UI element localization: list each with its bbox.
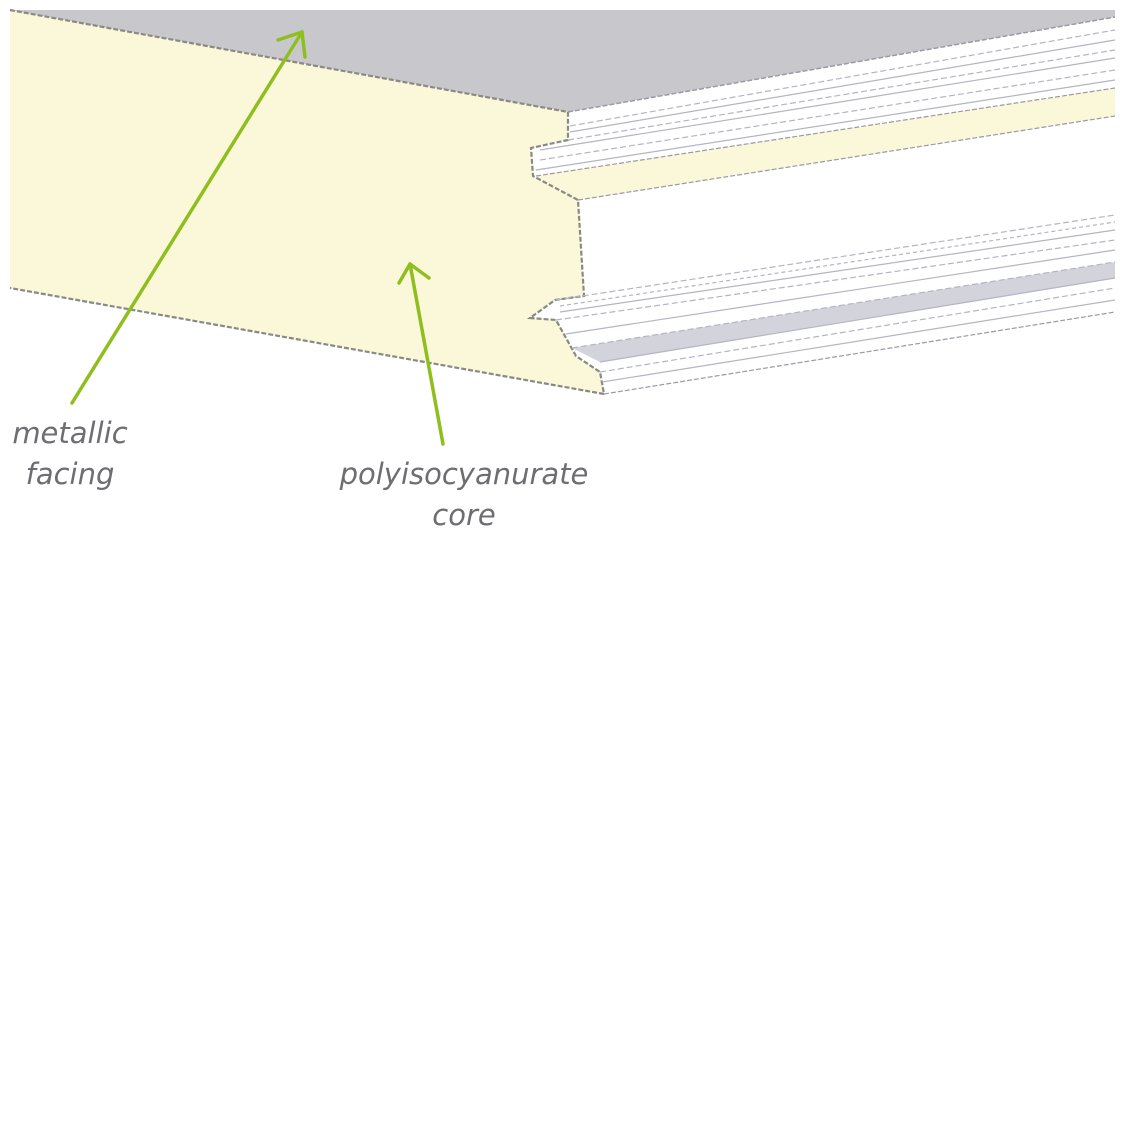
lower-groove-shadow (572, 262, 1115, 362)
lower-rib-lines (555, 214, 1116, 395)
metallic-facing-label-line-2: facing (25, 457, 115, 491)
facing-back-edge (567, 16, 1116, 113)
metallic-facing-label-line-1: metallic (12, 416, 128, 450)
polyisocyanurate-core-face (10, 10, 604, 394)
core-label-line-2: core (432, 498, 496, 532)
core-arrow (397, 262, 445, 446)
upper-ribbed-face (531, 17, 1115, 196)
metallic-facing-label: metallic facing (6, 413, 134, 495)
core-side-strip (536, 88, 1115, 200)
polyisocyanurate-core-label: polyisocyanurate core (332, 454, 596, 536)
upper-rib-lines (535, 29, 1116, 201)
metallic-facing-arrow (70, 30, 307, 405)
core-label-line-1: polyisocyanurate (339, 457, 589, 491)
panel-middle-band (555, 116, 1115, 300)
